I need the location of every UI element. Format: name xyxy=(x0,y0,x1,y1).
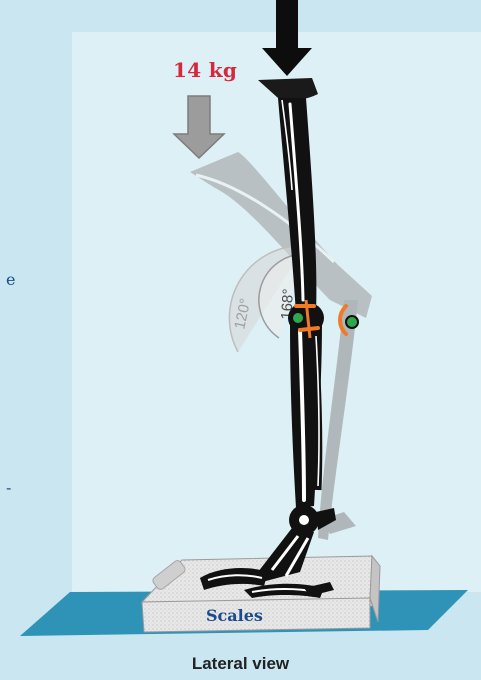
scales-label: Scales xyxy=(206,606,263,625)
load-weight-label: 14 kg xyxy=(173,58,237,82)
cut-off-text-2: - xyxy=(6,478,11,497)
cut-off-text-1: e xyxy=(6,270,15,289)
view-caption: Lateral view xyxy=(0,654,481,674)
